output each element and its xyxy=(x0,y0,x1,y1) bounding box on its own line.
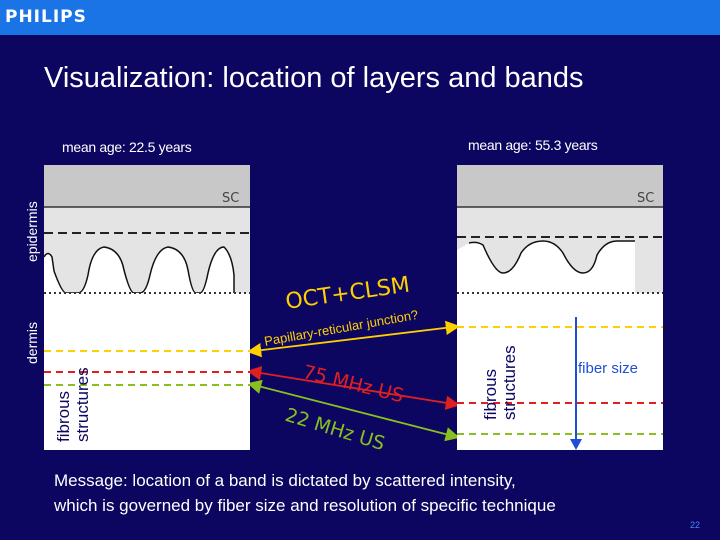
left-age-label: mean age: 22.5 years xyxy=(62,139,192,155)
right-skin-panel: SC xyxy=(457,165,663,450)
message-line-1: Message: location of a band is dictated … xyxy=(54,471,516,490)
philips-logo: PHILIPS xyxy=(5,7,87,27)
left-skin-panel: SC xyxy=(44,165,250,450)
epidermis-label: epidermis xyxy=(24,201,40,262)
fiber-size-label: fiber size xyxy=(578,360,639,377)
dermis-label: dermis xyxy=(24,321,40,364)
technique-arrows xyxy=(250,320,457,442)
message-text: Message: location of a band is dictated … xyxy=(54,468,556,518)
right-sc-label: SC xyxy=(637,191,654,206)
message-line-2: which is governed by fiber size and reso… xyxy=(54,496,556,515)
left-sc-label: SC xyxy=(222,191,239,206)
slide-title: Visualization: location of layers and ba… xyxy=(44,62,584,94)
right-age-label: mean age: 55.3 years xyxy=(468,137,598,153)
left-fibrous-label: fibrous structures xyxy=(54,367,92,442)
right-fibrous-label: fibrous structures xyxy=(481,345,519,420)
top-bar: PHILIPS xyxy=(0,0,720,35)
page-number: 22 xyxy=(689,520,700,530)
